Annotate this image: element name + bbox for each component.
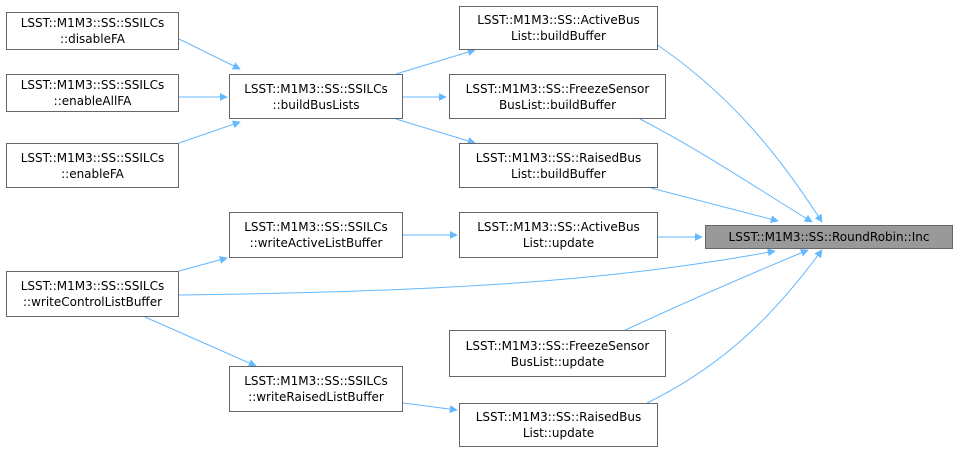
node-label-line-2: ::buildBusLists [272, 97, 360, 112]
node-ssilcs-disablefa[interactable]: LSST::M1M3::SS::SSILCs ::disableFA [6, 12, 179, 50]
edge-raisedUpdate-to-inc [646, 249, 823, 404]
edge-writeControlListBuffer-to-writeRaisedListBuffer [144, 316, 257, 367]
node-ssilcs-buildbuslists[interactable]: LSST::M1M3::SS::SSILCs ::buildBusLists [229, 74, 403, 119]
node-label-line-1: LSST::M1M3::SS::SSILCs [244, 374, 388, 388]
node-label-line-1: LSST::M1M3::SS::ActiveBus [477, 13, 640, 27]
node-ssilcs-enableallfa[interactable]: LSST::M1M3::SS::SSILCs ::enableAllFA [6, 74, 179, 112]
edge-disableFA-to-buildBusLists [178, 38, 241, 70]
edge-buildBusLists-to-activeBuildBuffer [395, 48, 476, 75]
node-raisedbuslist-update[interactable]: LSST::M1M3::SS::RaisedBus List::update [459, 403, 658, 447]
node-label-line-2: List::buildBuffer [511, 166, 606, 181]
node-label-line-2: List::update [522, 236, 595, 250]
node-ssilcs-enablefa[interactable]: LSST::M1M3::SS::SSILCs ::enableFA [6, 143, 179, 188]
edge-writeControlListBuffer-to-inc [178, 248, 776, 296]
node-ssilcs-writecontrollistbuffer[interactable]: LSST::M1M3::SS::SSILCs ::writeControlLis… [6, 271, 179, 317]
node-label-line-2: ::enableAllFA [53, 94, 132, 108]
edge-raisedBuildBuffer-to-inc [650, 187, 779, 224]
edge-writeRaisedListBuffer-to-raisedUpdate [402, 402, 458, 414]
node-label-line-2: BusList::buildBuffer [498, 97, 617, 112]
node-label-line-2: BusList::update [510, 354, 605, 369]
node-label-line-2: ::disableFA [60, 32, 125, 46]
node-ssilcs-writeactivelistbuffer[interactable]: LSST::M1M3::SS::SSILCs ::writeActiveList… [229, 212, 403, 258]
node-label-line-1: LSST::M1M3::SS::SSILCs [20, 78, 165, 92]
node-label-line-1: LSST::M1M3::SS::RaisedBus [475, 410, 642, 424]
edge-activeBuildBuffer-to-inc [646, 37, 823, 223]
edge-freezeBuildBuffer-to-inc [639, 118, 813, 223]
node-ssilcs-writeraisedlistbuffer[interactable]: LSST::M1M3::SS::SSILCs ::writeRaisedList… [229, 366, 403, 412]
node-label-line-1: LSST::M1M3::SS::FreezeSensor [465, 81, 650, 96]
node-label-line-1: LSST::M1M3::SS::FreezeSensor [465, 338, 650, 353]
edge-freezeUpdate-to-inc [620, 249, 809, 333]
node-label-line-1: LSST::M1M3::SS::RoundRobin::Inc [728, 230, 930, 244]
node-label-line-2: ::enableFA [61, 166, 124, 181]
node-label-line-1: LSST::M1M3::SS::ActiveBus [477, 220, 640, 234]
node-label-line-1: LSST::M1M3::SS::SSILCs [20, 279, 165, 293]
node-label-line-1: LSST::M1M3::SS::SSILCs [244, 220, 388, 234]
node-label-line-2: ::writeRaisedListBuffer [248, 390, 384, 404]
node-freezesensorbuslist-buildbuffer[interactable]: LSST::M1M3::SS::FreezeSensor BusList::bu… [449, 74, 666, 119]
node-label-line-2: ::writeActiveListBuffer [249, 236, 383, 250]
node-activebuslist-buildbuffer[interactable]: LSST::M1M3::SS::ActiveBus List::buildBuf… [459, 6, 658, 50]
node-freezesensorbuslist-update[interactable]: LSST::M1M3::SS::FreezeSensor BusList::up… [449, 330, 666, 377]
node-roundrobin-inc-focus[interactable]: LSST::M1M3::SS::RoundRobin::Inc [705, 225, 953, 249]
node-label-line-1: LSST::M1M3::SS::SSILCs [20, 150, 165, 165]
node-label-line-1: LSST::M1M3::SS::SSILCs [20, 16, 165, 30]
node-label-line-2: List::update [522, 426, 595, 440]
node-label-line-2: List::buildBuffer [511, 29, 606, 43]
edge-buildBusLists-to-raisedBuildBuffer [395, 118, 476, 145]
edge-enableFA-to-buildBusLists [178, 120, 241, 144]
edge-writeControlListBuffer-to-writeActiveListBuffer [178, 256, 228, 272]
node-activebuslist-update[interactable]: LSST::M1M3::SS::ActiveBus List::update [459, 212, 658, 258]
node-raisedbuslist-buildbuffer[interactable]: LSST::M1M3::SS::RaisedBus List::buildBuf… [459, 143, 658, 188]
node-label-line-1: LSST::M1M3::SS::SSILCs [244, 81, 388, 96]
node-label-line-1: LSST::M1M3::SS::RaisedBus [475, 150, 642, 165]
node-label-line-2: ::writeControlListBuffer [22, 295, 163, 309]
